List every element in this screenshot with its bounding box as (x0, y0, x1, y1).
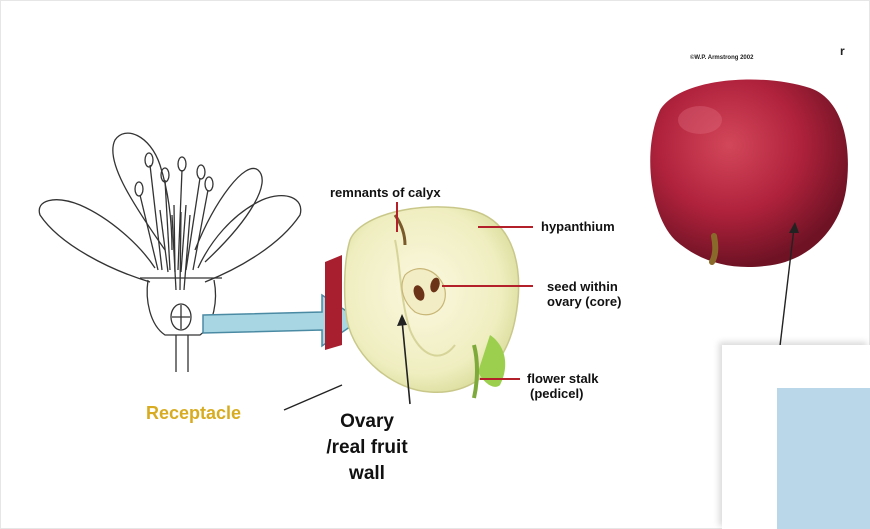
edge-text-fragment: r (840, 44, 845, 58)
apple-section (325, 207, 519, 398)
label-receptacle: Receptacle (146, 404, 241, 423)
label-ovary-line2: /real fruit (322, 438, 412, 458)
overlay-blue-box (777, 388, 870, 529)
overlay-panel (722, 345, 870, 529)
label-pedicel: (pedicel) (530, 387, 583, 401)
label-hypanthium: hypanthium (541, 220, 615, 234)
flower-drawing (39, 133, 301, 372)
label-ovary-core: ovary (core) (547, 295, 621, 309)
copyright-text: ©W.P. Armstrong 2002 (690, 55, 753, 61)
label-flower-stalk: flower stalk (527, 372, 599, 386)
label-seed-within: seed within (547, 280, 618, 294)
label-remnants-of-calyx: remnants of calyx (330, 186, 441, 200)
label-ovary-line1: Ovary (322, 412, 412, 432)
whole-apple (650, 79, 848, 267)
label-ovary-line3: wall (322, 464, 412, 484)
